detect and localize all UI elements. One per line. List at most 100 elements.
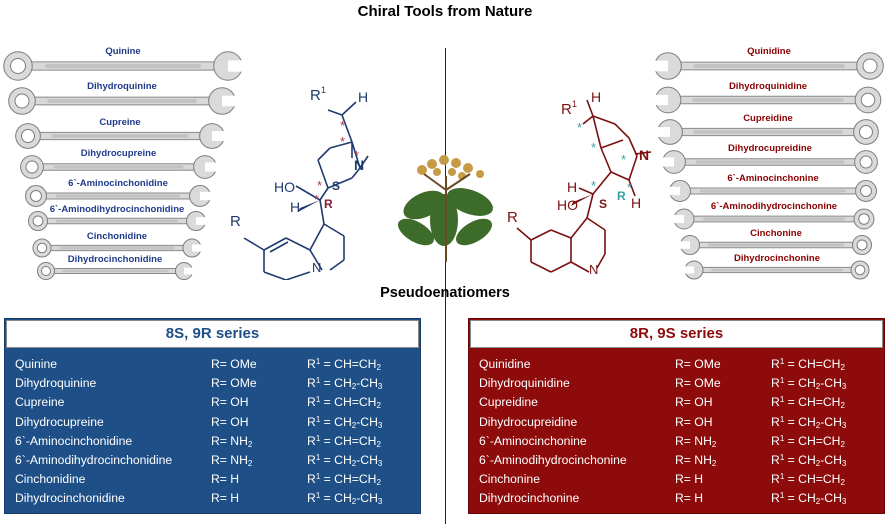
right-star-2: *: [591, 140, 596, 155]
wrench-icon: [652, 52, 884, 80]
r1-substituent: R1 = CH2-CH3: [771, 452, 847, 468]
left-h-bottom: H: [290, 199, 300, 215]
r1-substituent: R1 = CH2-CH3: [771, 414, 847, 430]
right-wrench-label: Cinchonine: [750, 227, 802, 239]
r1-substituent: R1 = CH=CH2: [307, 472, 381, 488]
right-wrench-label: Cupreidine: [743, 112, 793, 124]
compound-name: Dihydrocupreine: [15, 414, 104, 429]
wrench-icon: [20, 155, 219, 179]
right-r-label: R: [617, 189, 626, 203]
compound-name: Dihydroquinine: [15, 376, 97, 391]
r1-substituent: R1 = CH2-CH3: [771, 491, 847, 507]
right-wrench-label: 6`-Aminocinchonine: [727, 172, 819, 184]
compound-name: 6`-Aminodihydrocinchonidine: [15, 452, 173, 467]
wrench-icon: [32, 238, 203, 258]
left-r1-label: R: [310, 87, 321, 104]
left-star-5: *: [314, 192, 319, 207]
left-n-bridge: N: [354, 157, 364, 173]
right-molecule-bonds: [516, 99, 652, 273]
compound-name: Cupreidine: [479, 395, 538, 410]
compound-name: Dihydroquinidine: [479, 376, 570, 391]
right-s-label: S: [599, 197, 607, 211]
right-n-ring: N: [589, 262, 598, 277]
left-series-header: 8S, 9R series: [6, 320, 419, 348]
wrench-icon: [25, 185, 213, 207]
left-wedge-bond: [298, 200, 320, 212]
r-substituent: R= H: [675, 472, 704, 487]
compound-name: Cinchonidine: [15, 472, 86, 487]
compound-name: 6`-Aminodihydrocinchonine: [479, 452, 627, 467]
left-molecule-bonds: [243, 101, 369, 280]
r-substituent: R= NH2: [211, 452, 253, 468]
wrench-icon: [8, 87, 238, 115]
right-molecule-structure: R 1 H N H HO H S R R N * * * * *: [507, 89, 652, 277]
r1-substituent: R1 = CH2-CH3: [307, 414, 383, 430]
wrench-icon: [655, 119, 879, 145]
right-star-1: *: [577, 120, 582, 135]
compound-name: Quinine: [15, 357, 58, 371]
r1-substituent: R1 = CH=CH2: [771, 433, 845, 449]
compound-name: Dihydrocinchonine: [479, 491, 580, 506]
left-h-top: H: [358, 89, 368, 105]
left-wrench-label: 6`-Aminodihydrocinchonidine: [49, 203, 185, 215]
compound-name: Quinidine: [479, 357, 531, 371]
wrench-icon: [672, 208, 875, 230]
right-star-3: *: [621, 152, 626, 167]
right-r1-label: R: [561, 101, 572, 118]
right-ho: HO: [557, 197, 578, 213]
r1-substituent: R1 = CH=CH2: [771, 472, 845, 488]
wrench-icon: [660, 150, 878, 174]
right-wrench-label: Dihydrocinchonine: [733, 252, 821, 264]
r1-substituent: R1 = CH2-CH3: [771, 376, 847, 392]
figure-title: Chiral Tools from Nature: [357, 3, 533, 20]
left-wrench-label: Cinchonidine: [86, 230, 148, 242]
wrench-icon: [15, 123, 227, 149]
left-r-sub: R: [230, 213, 241, 230]
compound-name: Dihydrocupreidine: [479, 414, 578, 429]
left-wrench-label: Dihydroquinine: [87, 81, 157, 93]
r1-substituent: R1 = CH=CH2: [771, 395, 845, 411]
r-substituent: R= NH2: [211, 433, 253, 449]
left-r-label: R: [324, 197, 333, 211]
right-h-right: H: [631, 195, 641, 211]
left-wrench-label: Dihydrocupreine: [80, 148, 157, 160]
left-ho: HO: [274, 179, 295, 195]
left-star-2: *: [340, 134, 345, 149]
right-table-row: Dihydroquinidine R= OMe R1 = CH2-CH3: [479, 376, 880, 395]
right-wedge-bond: [571, 194, 593, 206]
left-wrench-label: Quinine: [105, 45, 141, 57]
wrench-icon: [683, 260, 870, 280]
compound-name: Dihydrocinchonidine: [15, 491, 125, 506]
r-substituent: R= OMe: [675, 376, 721, 391]
right-star-4: *: [591, 178, 596, 193]
r-substituent: R= OMe: [211, 357, 257, 371]
left-star-3: *: [354, 148, 359, 163]
compound-name: Cupreine: [15, 395, 65, 410]
r1-substituent: R1 = CH=CH2: [771, 357, 845, 372]
compound-name: 6`-Aminocinchonidine: [15, 433, 133, 448]
left-molecule-structure: R 1 H N HO H S R R N * * * * *: [230, 85, 369, 280]
left-wrench-label: 6`-Aminocinchonidine: [68, 177, 168, 189]
r-substituent: R= OMe: [211, 376, 257, 391]
r1-substituent: R1 = CH=CH2: [307, 433, 381, 449]
r-substituent: R= OH: [211, 395, 249, 410]
right-series-header: 8R, 9S series: [470, 320, 883, 348]
pseudoenantiomers-label: Pseudoenatiomers: [380, 285, 510, 301]
right-wrench-label: Quinidine: [747, 46, 791, 58]
r-substituent: R= OH: [211, 414, 249, 429]
right-n-bridge: N: [639, 147, 649, 163]
